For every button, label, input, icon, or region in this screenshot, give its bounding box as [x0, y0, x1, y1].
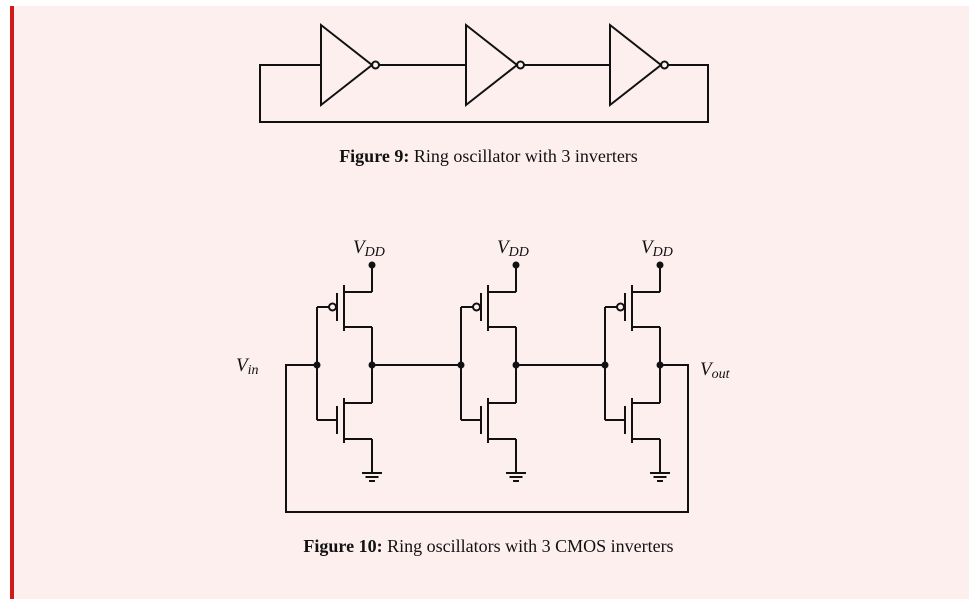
vdd-label-3: VDD: [641, 237, 673, 260]
figure-9-text: Ring oscillator with 3 inverters: [413, 146, 638, 166]
figure-9-diagram: [259, 22, 709, 123]
feedback-wire: [285, 364, 689, 513]
vout-label: Vout: [700, 359, 731, 382]
cmos-inverter-3: [600, 260, 671, 482]
figure-9-label: Figure 9:: [339, 146, 410, 166]
figure-10-label: Figure 10:: [303, 536, 383, 556]
feedback-wire: [259, 64, 709, 123]
figure-10-text: Ring oscillators with 3 CMOS inverters: [387, 536, 674, 556]
figure-9-caption: Figure 9: Ring oscillator with 3 inverte…: [0, 146, 977, 167]
note-panel: [10, 6, 969, 599]
vin-label: Vin: [236, 355, 259, 378]
vdd-label-1: VDD: [353, 237, 385, 260]
cmos-inverter-1: [312, 260, 383, 482]
vdd-label-2: VDD: [497, 237, 529, 260]
cmos-inverter-2: [456, 260, 527, 482]
figure-10-caption: Figure 10: Ring oscillators with 3 CMOS …: [0, 536, 977, 557]
